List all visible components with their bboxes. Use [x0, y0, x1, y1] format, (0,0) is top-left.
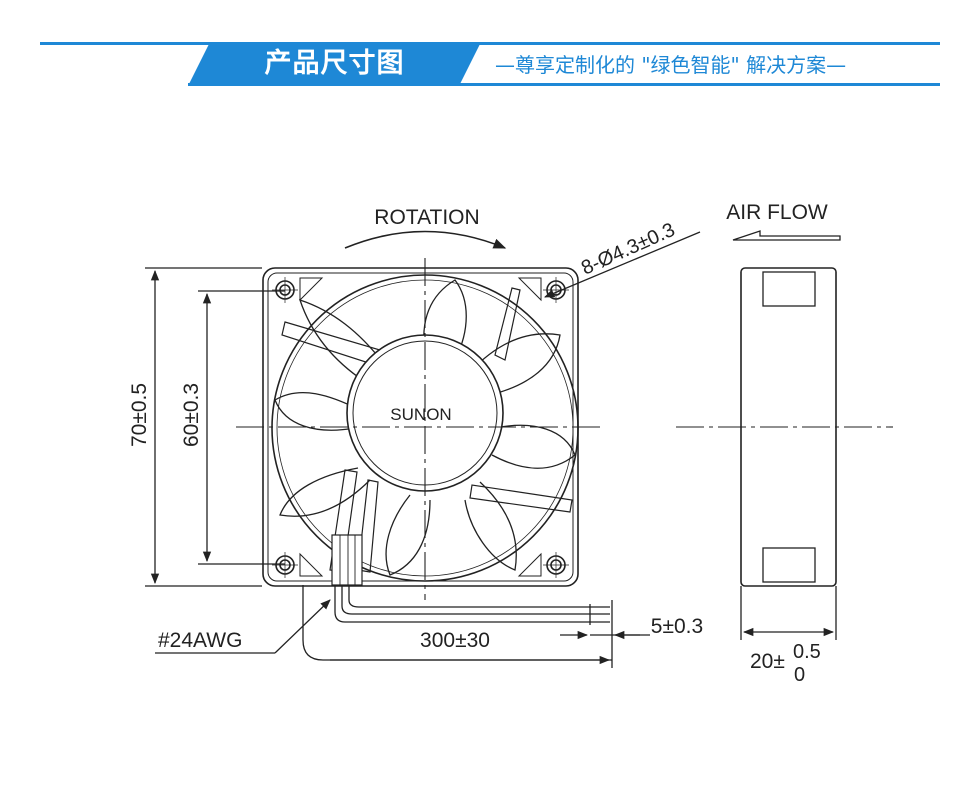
header-bottom-rule	[188, 83, 940, 86]
airflow-label: AIR FLOW	[726, 201, 828, 224]
airflow-arrow	[732, 230, 841, 241]
header-top-rule	[40, 42, 940, 45]
wire-length-label: 300±30	[420, 629, 490, 652]
rotation-label: ROTATION	[374, 206, 479, 229]
wire-gauge-label: #24AWG	[158, 629, 242, 652]
mount-hole-top-left	[272, 277, 298, 303]
mount-hole-bottom-right	[543, 552, 569, 578]
hole-spec-label: 8-Ø4.3±0.3	[578, 219, 678, 280]
strip-length-label: 5±0.3	[651, 615, 703, 638]
dim-outer-lines	[145, 267, 285, 587]
fan-brand-label: SUNON	[390, 405, 451, 424]
rotation-arrow	[344, 230, 507, 249]
mount-hole-top-right	[543, 277, 569, 303]
page-title: 产品尺寸图	[264, 48, 405, 79]
header-title-tab	[188, 42, 481, 86]
thickness-label: 20±	[750, 650, 785, 673]
hole-pitch-dimension-label: 60±0.3	[180, 383, 203, 447]
thickness-tolerance-upper: 0.5	[793, 641, 821, 663]
outer-dimension-label: 70±0.5	[128, 383, 151, 447]
thickness-tolerance-lower: 0	[794, 664, 805, 686]
fan-wires	[334, 585, 610, 625]
mount-hole-bottom-left	[272, 552, 298, 578]
page-subtitle: —尊享定制化的 "绿色智能" 解决方案—	[495, 53, 847, 77]
front-centerlines	[236, 258, 600, 600]
